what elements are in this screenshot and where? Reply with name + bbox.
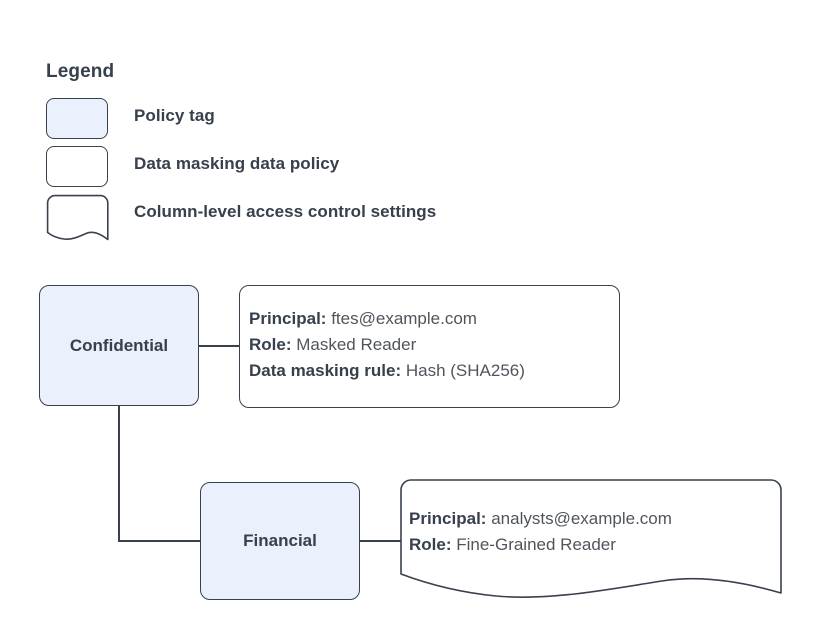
masking-policy-role-value: Masked Reader <box>296 335 417 354</box>
legend-item-policy-tag: Policy tag <box>44 98 684 146</box>
legend-title: Legend <box>46 61 115 82</box>
connector-financial-to-access-settings <box>359 540 401 542</box>
access-settings-document-shape <box>400 479 782 598</box>
node-financial-label: Financial <box>243 531 317 550</box>
masking-policy-line-rule: Data masking rule: Hash (SHA256) <box>249 358 525 384</box>
masking-policy-role-key: Role: <box>249 335 292 354</box>
data-policy-swatch-icon <box>46 146 108 187</box>
access-settings-swatch-icon <box>46 194 109 241</box>
legend-item-data-masking-policy: Data masking data policy <box>44 146 684 194</box>
legend-label-data-masking-policy: Data masking data policy <box>134 154 340 173</box>
legend-label-access-control-settings: Column-level access control settings <box>134 202 437 221</box>
access-settings-line-role: Role: Fine-Grained Reader <box>409 532 672 558</box>
access-settings-role-key: Role: <box>409 535 452 554</box>
masking-policy-principal-key: Principal: <box>249 309 327 328</box>
policy-tag-swatch-icon <box>46 98 108 139</box>
access-settings-text: Principal: analysts@example.com Role: Fi… <box>409 506 672 558</box>
legend-label-policy-tag: Policy tag <box>134 106 215 125</box>
masking-policy-line-role: Role: Masked Reader <box>249 332 525 358</box>
node-confidential-label: Confidential <box>69 335 169 355</box>
masking-policy-principal-value: ftes@example.com <box>331 309 477 328</box>
masking-policy-text: Principal: ftes@example.com Role: Masked… <box>249 306 525 384</box>
node-confidential[interactable]: Confidential <box>39 285 199 406</box>
legend-item-access-control-settings: Column-level access control settings <box>44 194 684 242</box>
masking-policy-line-principal: Principal: ftes@example.com <box>249 306 525 332</box>
connector-confidential-to-financial <box>118 540 201 542</box>
detail-box-access-settings[interactable]: Principal: analysts@example.com Role: Fi… <box>400 479 782 598</box>
connector-confidential-down <box>118 406 120 542</box>
access-settings-principal-value: analysts@example.com <box>491 509 672 528</box>
masking-policy-rule-key: Data masking rule: <box>249 361 402 380</box>
access-settings-line-principal: Principal: analysts@example.com <box>409 506 672 532</box>
connector-confidential-to-masking-policy <box>199 345 240 347</box>
masking-policy-rule-value: Hash (SHA256) <box>405 361 525 380</box>
access-settings-principal-key: Principal: <box>409 509 487 528</box>
access-settings-role-value: Fine-Grained Reader <box>456 535 616 554</box>
node-financial[interactable]: Financial <box>200 482 360 600</box>
detail-box-masking-policy[interactable]: Principal: ftes@example.com Role: Masked… <box>239 285 620 408</box>
